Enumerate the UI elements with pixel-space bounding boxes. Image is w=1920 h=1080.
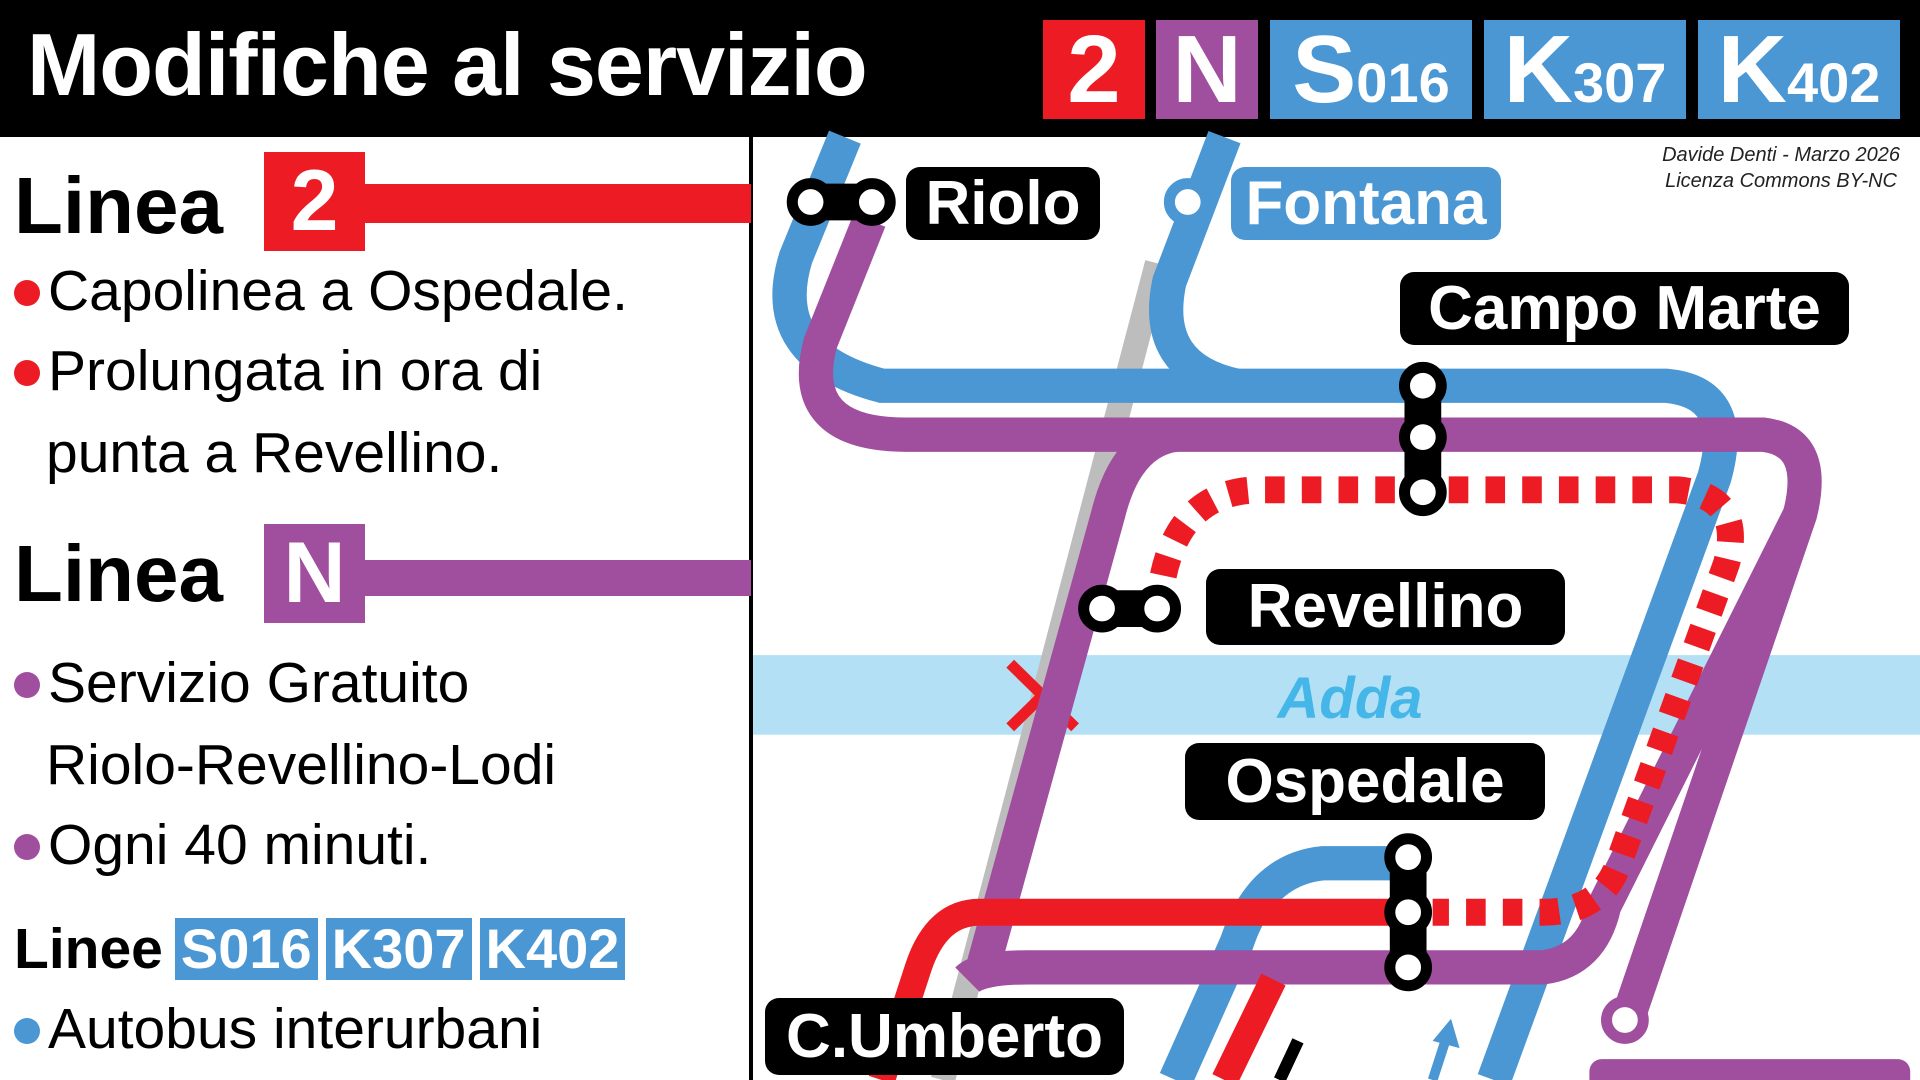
line-badge-k402: K402 [1698, 20, 1900, 119]
credit-license: Licenza Commons BY-NC [1665, 170, 1898, 192]
line-badge-s016: S016 [1270, 20, 1472, 119]
panel-divider [749, 137, 753, 1080]
bullet-icon [14, 672, 40, 698]
header: Modifiche al servizio 2 N S016 K307 K402 [0, 0, 1920, 137]
linea-n-heading: Linea [14, 529, 223, 618]
credit: Davide Denti - Marzo 2026 Licenza Common… [1662, 142, 1900, 194]
cut-off-station-label [1589, 1059, 1911, 1080]
linea-2-bar [365, 184, 751, 223]
linea-2-bullet-cont: punta a Revellino. [46, 421, 503, 485]
bullet-text: Ogni 40 minuti. [48, 813, 432, 877]
purple-line-n [798, 214, 1822, 1022]
bullet-text: Capolinea a Ospedale. [48, 259, 628, 323]
station-markers [786, 178, 1447, 992]
bullet-icon [14, 834, 40, 860]
station-fontana: Fontana [1231, 167, 1501, 240]
page-title: Modifiche al servizio [27, 15, 868, 114]
badge-s016: S016 [174, 918, 318, 980]
station-ospedale: Ospedale [1185, 743, 1545, 820]
station-campo-marte: Campo Marte [1400, 272, 1849, 345]
linea-n-bar [365, 560, 751, 596]
linea-n-bullet: Ogni 40 minuti. [14, 812, 431, 878]
bullet-text: Servizio Gratuito [48, 651, 470, 715]
line-badge-2: 2 [1043, 20, 1145, 119]
linea-2-badge: 2 [264, 152, 365, 251]
badge-k402: K402 [479, 918, 626, 980]
bullet-icon [14, 280, 40, 306]
linea-2-bullet: Prolungata in ora di [14, 338, 542, 404]
credit-author: Davide Denti - Marzo 2026 [1662, 144, 1900, 166]
bullet-icon [14, 360, 40, 386]
bullet-text: Prolungata in ora di [48, 339, 543, 403]
line-badge-k307: K307 [1484, 20, 1686, 119]
linee-bullet: Autobus interurbani [14, 996, 542, 1062]
badge-k307: K307 [325, 918, 472, 980]
direction-arrow-icon [1427, 1018, 1460, 1080]
river-label: Adda [1277, 666, 1423, 731]
bullet-icon [14, 1018, 40, 1044]
bullet-text: Autobus interurbani [48, 997, 543, 1061]
station-riolo: Riolo [906, 167, 1100, 240]
station-c-umberto: C.Umberto [765, 998, 1124, 1075]
linea-2-bullet: Capolinea a Ospedale. [14, 258, 628, 324]
line-badge-n: N [1156, 20, 1258, 119]
station-revellino: Revellino [1206, 569, 1565, 645]
linea-n-bullet: Servizio Gratuito [14, 650, 469, 716]
linea-n-badge: N [264, 524, 365, 623]
linee-heading: Linee [14, 917, 163, 981]
red-line-2 [868, 476, 1744, 1080]
linea-n-bullet-cont: Riolo-Revellino-Lodi [46, 733, 557, 797]
linea-2-heading: Linea [14, 161, 223, 250]
